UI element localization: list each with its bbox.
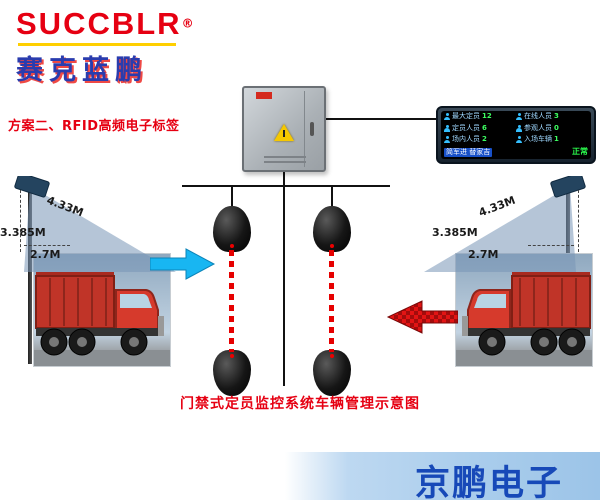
panel-row-status: 简军进 替家吉 正常 <box>444 147 588 157</box>
footer-band <box>285 452 600 500</box>
panel-row-3: 场内人员 2 入场车辆 1 <box>444 135 588 144</box>
cabinet-door-seam <box>304 91 305 167</box>
panel-label: 在线人员 <box>524 112 552 120</box>
cabinet-vent <box>264 161 306 163</box>
panel-label: 定员人员 <box>452 123 480 132</box>
right-measure-line <box>578 190 579 252</box>
left-measure-line <box>20 190 21 252</box>
ir-sensor-top-right <box>313 206 351 252</box>
ir-sensor-top-left <box>213 206 251 252</box>
wire-bus <box>182 185 390 187</box>
person-icon <box>444 136 450 144</box>
panel-status: 正常 <box>572 147 588 157</box>
ir-beam-right <box>329 250 334 352</box>
person-icon <box>444 113 450 120</box>
left-truck-photo <box>34 254 170 366</box>
panel-label: 入场车辆 <box>524 135 552 144</box>
registered-mark-icon: ® <box>181 16 194 31</box>
truck-illustration <box>34 272 170 366</box>
panel-value: 1 <box>554 135 559 144</box>
logo-brand-text: SUCCBLR <box>16 6 182 41</box>
wire-center-post <box>283 186 285 386</box>
panel-value: 3 <box>554 112 559 120</box>
panel-value: 2 <box>482 135 487 144</box>
diagram-caption: 门禁式定员监控系统车辆管理示意图 <box>180 396 420 412</box>
logo-chinese-text: 赛克蓝鹏 <box>16 55 148 86</box>
person-icon <box>516 124 522 132</box>
right-measure-line-h <box>528 245 574 246</box>
footer-brand-text: 京鹏电子 <box>415 464 564 500</box>
person-icon <box>516 136 522 144</box>
panel-row-2: 定员人员 6 参观人员 0 <box>444 123 588 132</box>
panel-label: 场内人员 <box>452 135 480 144</box>
truck-illustration <box>456 272 592 366</box>
cabinet-red-label <box>256 92 272 99</box>
ir-sensor-bottom-left <box>213 350 251 396</box>
cabinet-vent <box>264 156 306 158</box>
controller-cabinet <box>242 86 326 172</box>
right-mount-height-label: 3.385M <box>432 226 478 239</box>
left-rfid-reader-icon <box>14 176 50 198</box>
wire-drop-right-sensor <box>331 186 333 208</box>
panel-label: 参观人员 <box>524 123 552 132</box>
cabinet-handle <box>310 122 314 136</box>
left-detection-cone <box>14 176 176 272</box>
wire-cabinet-drop <box>283 170 285 187</box>
led-screen: 最大定员 12 在线人员 3 定员人员 6 参观人员 0 场内人员 2 <box>441 111 591 159</box>
panel-names-chip: 简军进 替家吉 <box>444 147 493 157</box>
person-icon <box>444 124 450 132</box>
logo-underline <box>18 43 176 46</box>
right-truck-photo <box>456 254 592 366</box>
right-detection-cone <box>424 176 586 272</box>
scheme-label: 方案二、RFID高频电子标签 <box>8 119 180 134</box>
right-rfid-reader-icon <box>550 176 586 198</box>
panel-label: 最大定员 <box>452 112 480 120</box>
panel-value: 0 <box>554 123 559 132</box>
panel-row-1: 最大定员 12 在线人员 3 <box>444 113 588 120</box>
wire-cabinet-to-display <box>326 118 438 120</box>
exit-arrow-icon <box>386 300 458 334</box>
person-icon <box>516 113 522 120</box>
panel-value: 6 <box>482 123 487 132</box>
led-display-panel: 最大定员 12 在线人员 3 定员人员 6 参观人员 0 场内人员 2 <box>436 106 596 164</box>
left-measure-line-h <box>24 245 70 246</box>
ir-sensor-bottom-right <box>313 350 351 396</box>
ir-beam-left <box>229 250 234 352</box>
warning-triangle-icon <box>274 124 294 141</box>
panel-value: 12 <box>482 112 492 120</box>
left-vehicle-height-label: 2.7M <box>30 248 61 261</box>
left-mount-height-label: 3.385M <box>0 226 46 239</box>
entry-arrow-icon <box>150 248 216 280</box>
logo: SUCCBLR® 赛克蓝鹏 <box>16 6 194 87</box>
wire-drop-left-sensor <box>231 186 233 208</box>
right-vehicle-height-label: 2.7M <box>468 248 499 261</box>
